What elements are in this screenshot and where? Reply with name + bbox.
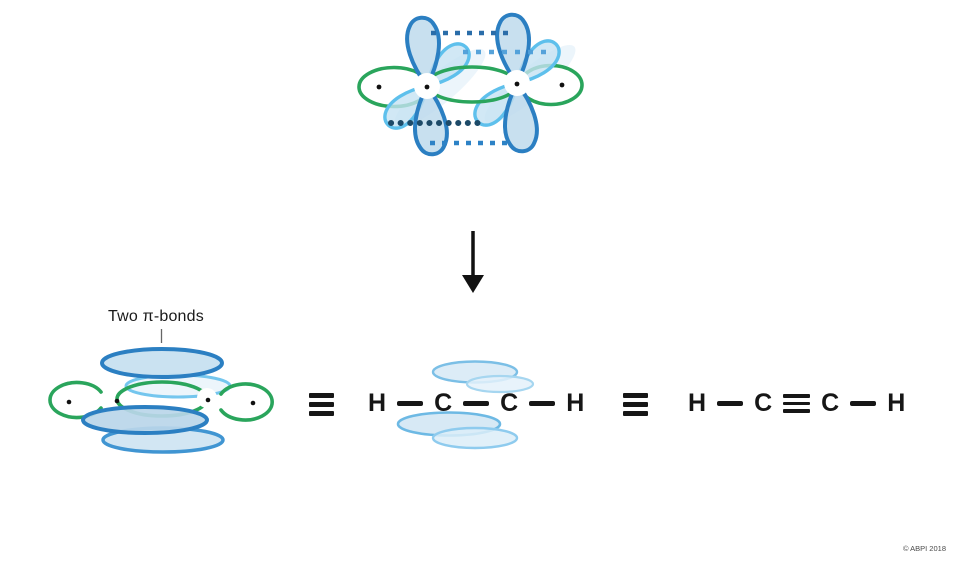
electron-dots — [66, 397, 256, 406]
single-bond — [717, 401, 744, 406]
atom-c: C — [754, 389, 773, 417]
atom-h: H — [566, 389, 585, 417]
single-bond — [463, 401, 490, 406]
formula-pi-clouds — [396, 360, 535, 450]
pi-bond-cloud-diagram — [48, 329, 274, 454]
pi-cloud-bottom-front — [81, 405, 209, 435]
triple-bond — [783, 393, 811, 414]
sp-lobe-right-open — [219, 382, 274, 422]
atom-h: H — [688, 389, 707, 417]
atom-h: H — [368, 389, 387, 417]
pi-overlap-dashes — [388, 30, 551, 146]
single-bond — [397, 401, 424, 406]
equivalence-icon — [309, 393, 334, 416]
formula-condensed: H C C H — [688, 391, 905, 416]
electron-dots — [376, 81, 565, 90]
equivalence-icon — [623, 393, 648, 416]
atom-h: H — [887, 389, 906, 417]
formula-expanded: H C C H — [368, 391, 584, 416]
single-bond — [529, 401, 556, 406]
atom-c: C — [500, 389, 519, 417]
top-orbital-diagram — [357, 11, 584, 158]
atom-c: C — [821, 389, 840, 417]
pi-cloud-top — [100, 347, 224, 379]
two-pi-bonds-label: Two π-bonds — [108, 308, 204, 325]
down-arrow — [462, 231, 484, 293]
copyright-notice: © ABPI 2018 — [902, 544, 946, 553]
atom-c: C — [434, 389, 453, 417]
single-bond — [850, 401, 877, 406]
